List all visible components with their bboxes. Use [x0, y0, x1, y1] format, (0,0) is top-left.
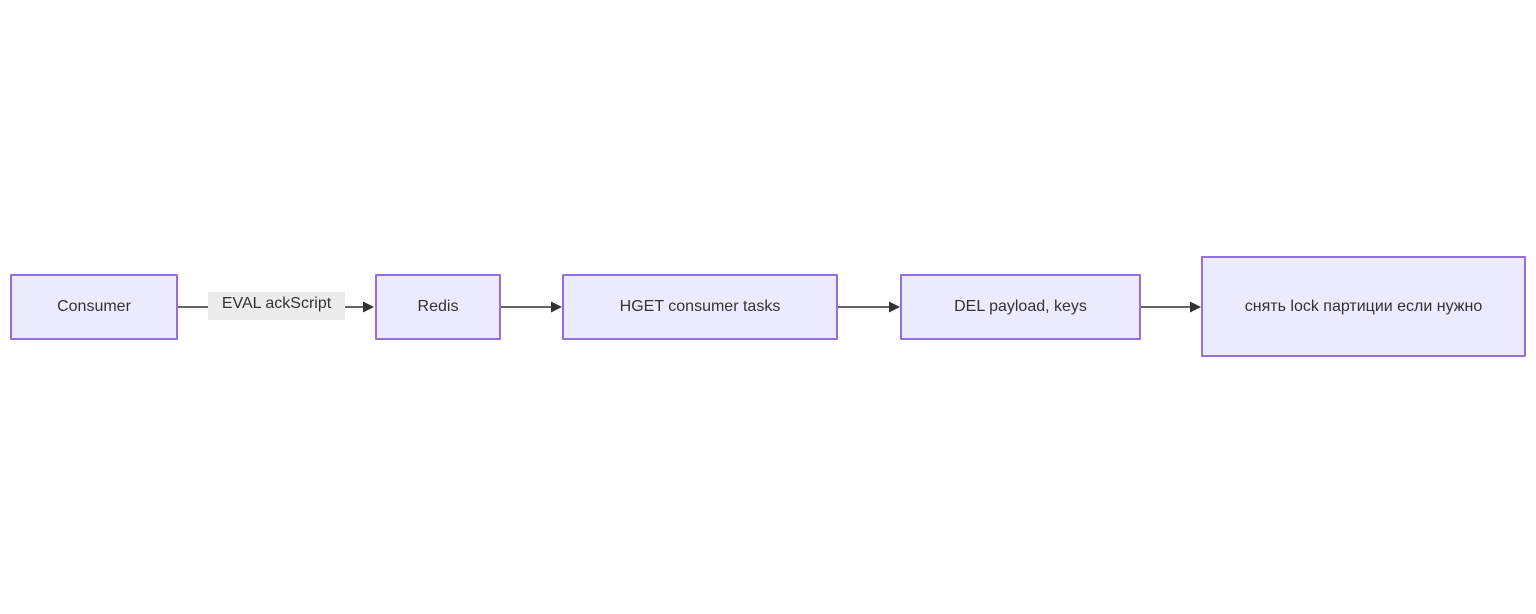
edge-redis-to-hget	[501, 301, 562, 313]
node-release-partition-lock[interactable]: снять lock партиции если нужно	[1201, 256, 1526, 357]
edge-del-to-unlock	[1141, 301, 1201, 313]
node-consumer[interactable]: Consumer	[10, 274, 178, 340]
node-del-payload-keys-label: DEL payload, keys	[954, 298, 1087, 316]
edge-label-eval-ackscript-text: EVAL ackScript	[221, 295, 332, 312]
node-redis-label: Redis	[417, 298, 459, 316]
node-hget-consumer-tasks[interactable]: HGET consumer tasks	[562, 274, 838, 340]
edge-label-eval-ackscript: EVAL ackScript	[208, 292, 345, 320]
node-del-payload-keys[interactable]: DEL payload, keys	[900, 274, 1141, 340]
edge-hget-to-del	[838, 301, 900, 313]
node-consumer-label: Consumer	[57, 298, 131, 316]
node-hget-consumer-tasks-label: HGET consumer tasks	[619, 298, 781, 316]
node-redis[interactable]: Redis	[375, 274, 501, 340]
node-release-partition-lock-label: снять lock партиции если нужно	[1244, 297, 1483, 315]
